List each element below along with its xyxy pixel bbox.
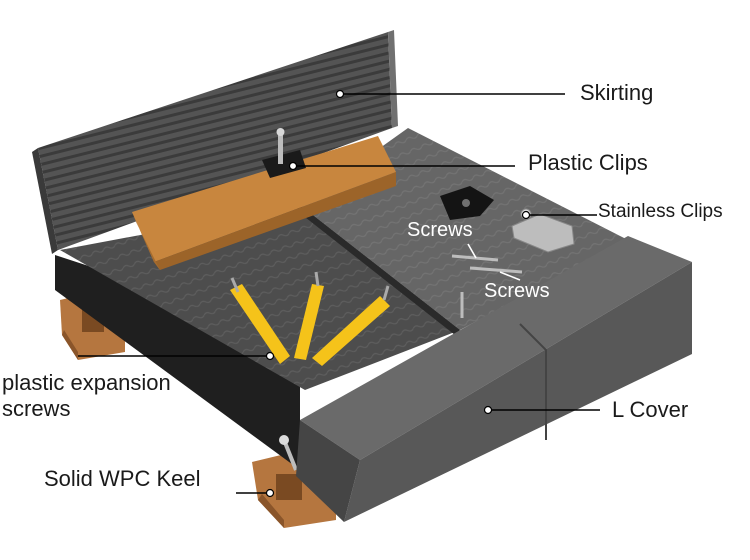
dot-stainless-clips xyxy=(521,210,531,220)
dot-skirting xyxy=(335,89,345,99)
label-stainless-clips: Stainless Clips xyxy=(598,201,723,222)
plastic-clip-bar xyxy=(132,128,396,270)
leader-lines xyxy=(78,93,600,494)
label-expansion-line2: screws xyxy=(2,396,71,421)
dot-lcover xyxy=(483,405,493,415)
leader-screws-1 xyxy=(467,243,477,259)
label-screws-bottom: Screws xyxy=(484,280,550,302)
label-solid-wpc-keel: Solid WPC Keel xyxy=(44,466,201,491)
label-screws-top: Screws xyxy=(407,219,473,241)
label-plastic-expansion-screws: plastic expansion screws xyxy=(2,370,171,422)
deck-frame xyxy=(55,255,300,470)
deck-screws xyxy=(451,254,523,318)
keel-screw xyxy=(279,435,298,471)
skirting-board xyxy=(32,30,398,254)
label-skirting: Skirting xyxy=(580,80,654,105)
label-plastic-clips: Plastic Clips xyxy=(528,150,648,175)
dot-expansion xyxy=(265,351,275,361)
label-expansion-line1: plastic expansion xyxy=(2,370,171,395)
black-clip xyxy=(440,186,494,220)
dot-plastic-clips xyxy=(288,161,298,171)
label-l-cover: L Cover xyxy=(612,397,689,422)
dot-keel xyxy=(265,488,275,498)
expansion-screws xyxy=(230,271,390,366)
leader-screws-2 xyxy=(499,271,521,281)
leader-dots xyxy=(265,89,531,498)
